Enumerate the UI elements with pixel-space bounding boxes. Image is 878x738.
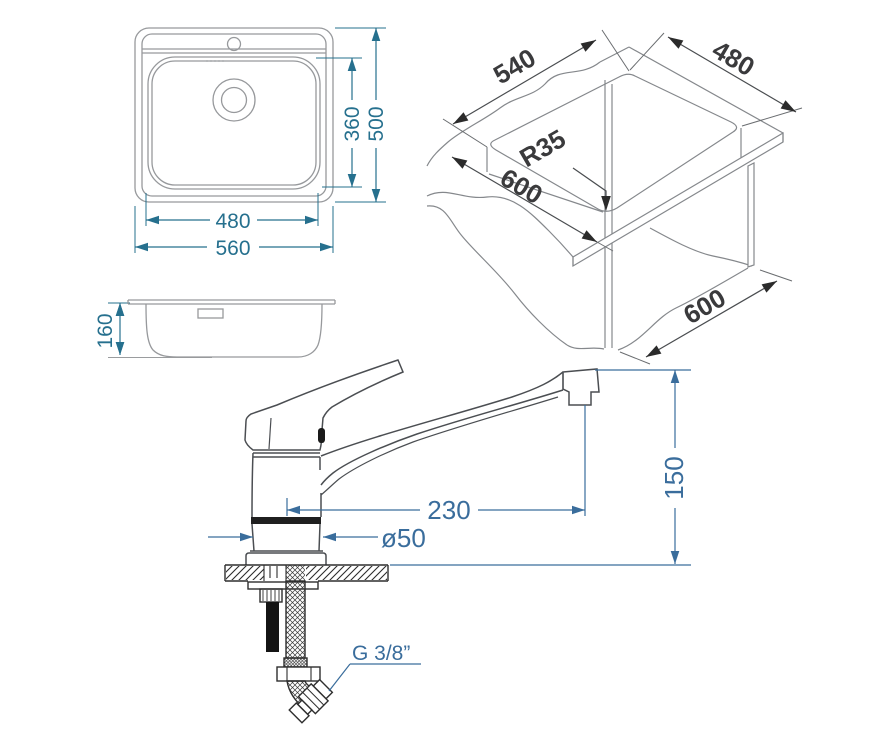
dim-label-connection-thread: G 3/8” — [352, 642, 410, 665]
sink-outer-edge — [134, 27, 334, 203]
top-view-dimensions — [108, 27, 386, 358]
dim-label-inner-width: 480 — [215, 210, 250, 233]
dim-label-spout-reach: 230 — [427, 495, 470, 525]
overflow-hole — [197, 308, 224, 319]
sink-deck-line — [142, 48, 326, 54]
counter-section — [224, 564, 389, 724]
dim-label-outer-width: 560 — [215, 237, 250, 260]
hose-crimp — [283, 657, 308, 668]
sink-side-view — [127, 299, 336, 358]
thread-callout — [328, 663, 421, 692]
break-line — [426, 61, 601, 167]
lever-seam — [268, 417, 272, 450]
faucet-arrows — [240, 370, 680, 564]
faucet-ring — [251, 517, 321, 524]
spout-head — [562, 368, 600, 406]
dim-label-outer-depth: 500 — [365, 106, 388, 141]
mounting-rod — [266, 602, 279, 652]
sink-rim-profile — [127, 299, 336, 305]
mounting-washer — [247, 581, 319, 590]
hose-nut — [276, 666, 321, 682]
bowl-inner-edge — [151, 60, 317, 186]
dim-label-bowl-depth: 160 — [94, 313, 117, 348]
drain-inner — [220, 86, 248, 114]
callout-leader — [328, 663, 421, 692]
cutout-opening — [490, 73, 738, 212]
break-line — [649, 227, 753, 267]
spout-lower-edge — [320, 389, 564, 486]
spout-upper-edge — [320, 371, 564, 457]
faucet-base-flange — [245, 552, 327, 565]
break-line — [566, 344, 605, 350]
lever-pivot — [318, 428, 325, 443]
bowl-profile — [145, 303, 323, 358]
counter-cutout-view — [426, 46, 784, 351]
dim-label-base-diameter: ø50 — [381, 523, 426, 553]
dim-label-inner-depth: 360 — [341, 106, 364, 141]
drain-outer — [212, 78, 256, 122]
g38-fitting — [288, 678, 334, 724]
dim-label-cutout-depth: 480 — [707, 34, 760, 82]
spout-inner-edge — [320, 396, 559, 496]
sink-rim-inner-edge — [141, 33, 327, 197]
sink-top-view — [134, 27, 334, 203]
faucet-hole — [226, 36, 242, 52]
counter-top-edges — [599, 46, 784, 142]
cabinet-right-panel — [747, 162, 755, 268]
dim-label-cutout-width: 540 — [488, 42, 541, 90]
faucet-view — [244, 359, 600, 565]
bowl-outer-edge — [147, 56, 321, 190]
break-line — [426, 191, 574, 258]
faucet-dimensions — [208, 369, 691, 566]
top-view-arrows — [115, 28, 381, 355]
faucet-lever — [244, 359, 404, 451]
faucet-body-sides — [251, 452, 322, 518]
counter-outline — [224, 564, 389, 582]
braided-hose — [285, 580, 306, 659]
dim-label-spout-height: 150 — [659, 456, 689, 499]
break-line — [617, 267, 749, 351]
faucet-body-top — [253, 452, 320, 458]
faucet-body-lower — [250, 523, 323, 552]
cutout-inner-walls — [486, 128, 742, 213]
dim-label-counter-depth-left: 600 — [495, 162, 548, 210]
cabinet-left-panel — [604, 80, 613, 348]
dim-label-counter-depth-right: 600 — [678, 282, 731, 330]
break-line — [426, 205, 568, 346]
cutout-dimensions — [442, 29, 803, 365]
stud-in-counter — [269, 566, 278, 578]
